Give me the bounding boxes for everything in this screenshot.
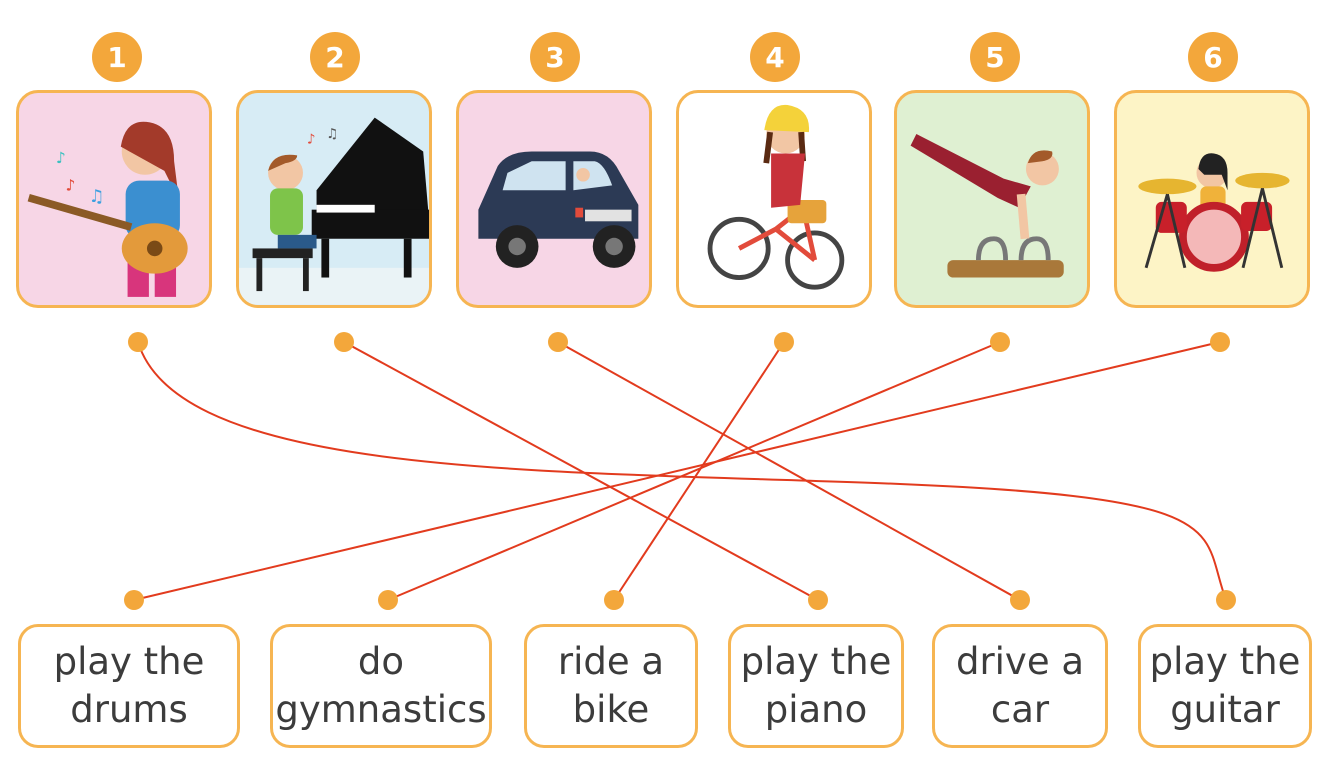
picture-card-2: ♪ ♫ bbox=[236, 90, 432, 308]
svg-text:♫: ♫ bbox=[89, 187, 105, 207]
number-badge-2: 2 bbox=[310, 32, 360, 82]
picture-dot-2[interactable] bbox=[334, 332, 354, 352]
picture-dot-4[interactable] bbox=[774, 332, 794, 352]
picture-card-4 bbox=[676, 90, 872, 308]
picture-card-6 bbox=[1114, 90, 1310, 308]
picture-card-5 bbox=[894, 90, 1090, 308]
phrase-dot-5[interactable] bbox=[1010, 590, 1030, 610]
girl-riding-bike-icon bbox=[707, 104, 845, 290]
match-line-6-1 bbox=[133, 341, 1221, 601]
phrase-box-3: ride a bike bbox=[524, 624, 698, 748]
phrase-dot-1[interactable] bbox=[124, 590, 144, 610]
phrase-dot-3[interactable] bbox=[604, 590, 624, 610]
picture-dot-6[interactable] bbox=[1210, 332, 1230, 352]
phrase-dot-6[interactable] bbox=[1216, 590, 1236, 610]
picture-dot-5[interactable] bbox=[990, 332, 1010, 352]
picture-card-3 bbox=[456, 90, 652, 308]
phrase-dot-4[interactable] bbox=[808, 590, 828, 610]
phrase-box-4: play the piano bbox=[728, 624, 904, 748]
person-driving-car-icon bbox=[478, 151, 639, 268]
match-line-5-2 bbox=[387, 341, 1001, 601]
phrase-box-6: play the guitar bbox=[1138, 624, 1312, 748]
phrase-box-2: do gymnastics bbox=[270, 624, 492, 748]
phrase-dot-2[interactable] bbox=[378, 590, 398, 610]
picture-dot-1[interactable] bbox=[128, 332, 148, 352]
number-badge-4: 4 bbox=[750, 32, 800, 82]
boy-doing-gymnastics-icon bbox=[910, 134, 1064, 278]
number-badge-3: 3 bbox=[530, 32, 580, 82]
number-badge-1: 1 bbox=[92, 32, 142, 82]
match-line-3-5 bbox=[557, 341, 1021, 601]
phrase-box-1: play the drums bbox=[18, 624, 240, 748]
svg-text:♪: ♪ bbox=[307, 132, 316, 148]
match-line-1-6 bbox=[137, 341, 1227, 601]
picture-card-1: ♪ ♪ ♫ bbox=[16, 90, 212, 308]
girl-playing-guitar-icon: ♪ ♪ ♫ bbox=[27, 121, 188, 297]
svg-text:♪: ♪ bbox=[56, 149, 66, 167]
boy-playing-piano-icon: ♪ ♫ bbox=[239, 117, 429, 305]
girl-playing-drums-icon bbox=[1138, 153, 1290, 272]
number-badge-6: 6 bbox=[1188, 32, 1238, 82]
picture-dot-3[interactable] bbox=[548, 332, 568, 352]
number-badge-5: 5 bbox=[970, 32, 1020, 82]
match-line-4-3 bbox=[613, 341, 785, 601]
phrase-box-5: drive a car bbox=[932, 624, 1108, 748]
svg-text:♫: ♫ bbox=[326, 126, 338, 142]
match-line-2-4 bbox=[343, 341, 819, 601]
svg-text:♪: ♪ bbox=[66, 176, 76, 194]
